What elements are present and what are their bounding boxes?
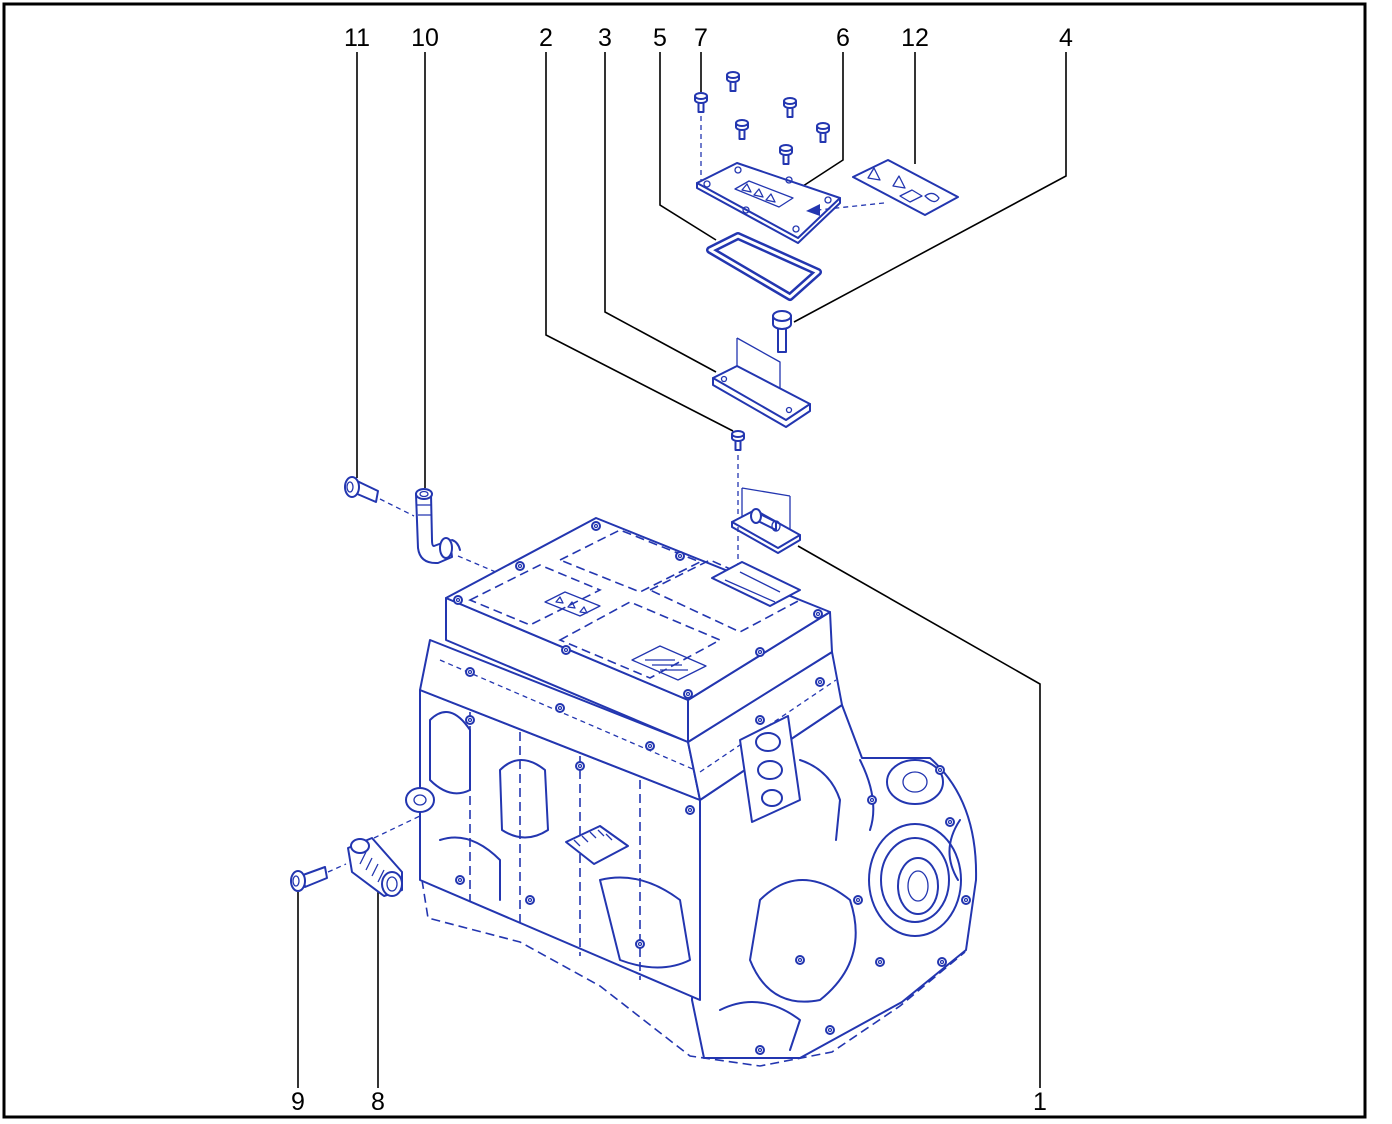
access-cover-plate: [696, 162, 841, 244]
housing-bolt: [961, 895, 971, 905]
callout-7: 7: [694, 24, 708, 52]
housing-bolt: [875, 957, 885, 967]
coolant-pipe-elbow: [415, 488, 525, 585]
body-bolt: [525, 895, 535, 905]
cover-screw: [694, 92, 708, 113]
cover-bolt: [755, 647, 765, 657]
cover-gasket: [706, 232, 822, 301]
callout-1: 1: [1033, 1088, 1047, 1116]
cover-screw: [816, 122, 830, 143]
body-bolt: [455, 875, 465, 885]
cover-bolt: [675, 551, 685, 561]
cover-screw: [726, 71, 740, 92]
cover-bolt: [813, 609, 823, 619]
cover-bolt: [683, 689, 693, 699]
callout-4: 4: [1059, 24, 1073, 52]
pipe-bolt: [344, 476, 415, 517]
pipe-bolt-lower: [290, 863, 347, 892]
inverter-top-cover: [445, 517, 831, 701]
leader-5: [659, 52, 717, 241]
mounting-plate: [712, 337, 811, 428]
flange-bolt: [772, 310, 792, 353]
label-placement-arrow: [817, 202, 885, 211]
band-bolt: [555, 703, 565, 713]
body-bolt: [685, 805, 695, 815]
cover-screw: [779, 144, 793, 165]
body-bolt: [575, 761, 585, 771]
callout-6: 6: [836, 24, 850, 52]
housing-bolt: [935, 765, 945, 775]
housing-bolt: [937, 957, 947, 967]
cover-bolt: [591, 521, 601, 531]
band-bolt: [815, 677, 825, 687]
callout-numbers: 11 10 2 3 5 7 6 12 4 9 8 1: [291, 24, 1073, 1116]
housing-bolt: [795, 955, 805, 965]
leader-2: [545, 52, 734, 432]
side-port: [405, 787, 435, 813]
arrow-head: [806, 204, 820, 216]
housing-bolt: [755, 1045, 765, 1055]
body-bolt: [635, 939, 645, 949]
band-bolt: [755, 715, 765, 725]
callout-12: 12: [901, 24, 929, 52]
drawing-frame: [2, 2, 1367, 1119]
cover-bolt: [453, 595, 463, 605]
cover-bolt: [561, 645, 571, 655]
callout-10: 10: [411, 24, 439, 52]
callout-8: 8: [371, 1088, 385, 1116]
callout-11: 11: [344, 24, 370, 52]
terminal-block: [565, 825, 629, 865]
callout-2: 2: [539, 24, 553, 52]
leader-lines: [297, 52, 1067, 1088]
top-nameplate: [631, 645, 707, 681]
small-bolt-body: [731, 430, 745, 451]
housing-bolt: [853, 895, 863, 905]
warning-label: [806, 159, 959, 216]
coolant-pipe-fitting: [347, 791, 471, 897]
band-bolt: [465, 667, 475, 677]
leader-6: [799, 52, 844, 189]
top-warning-icons: [544, 591, 601, 617]
band-bolt: [645, 741, 655, 751]
leader-3: [604, 52, 717, 373]
body-bolt: [465, 715, 475, 725]
callout-9: 9: [291, 1088, 305, 1116]
cover-screw: [783, 97, 797, 118]
service-opening: [711, 561, 801, 607]
cover-bolt: [515, 561, 525, 571]
housing-bottom-outline: [421, 879, 966, 1067]
connector-bracket: [731, 487, 801, 554]
housing-bolt: [945, 817, 955, 827]
leader-4: [793, 52, 1067, 323]
cover-screw: [735, 119, 749, 140]
hv-connector: [739, 715, 841, 841]
leader-1: [797, 545, 1041, 1088]
callout-3: 3: [598, 24, 612, 52]
drive-unit-assembly: [405, 517, 978, 1067]
cover-screws: [694, 71, 830, 180]
callout-5: 5: [653, 24, 667, 52]
housing-bolt: [867, 795, 877, 805]
housing-bolt: [825, 1025, 835, 1035]
